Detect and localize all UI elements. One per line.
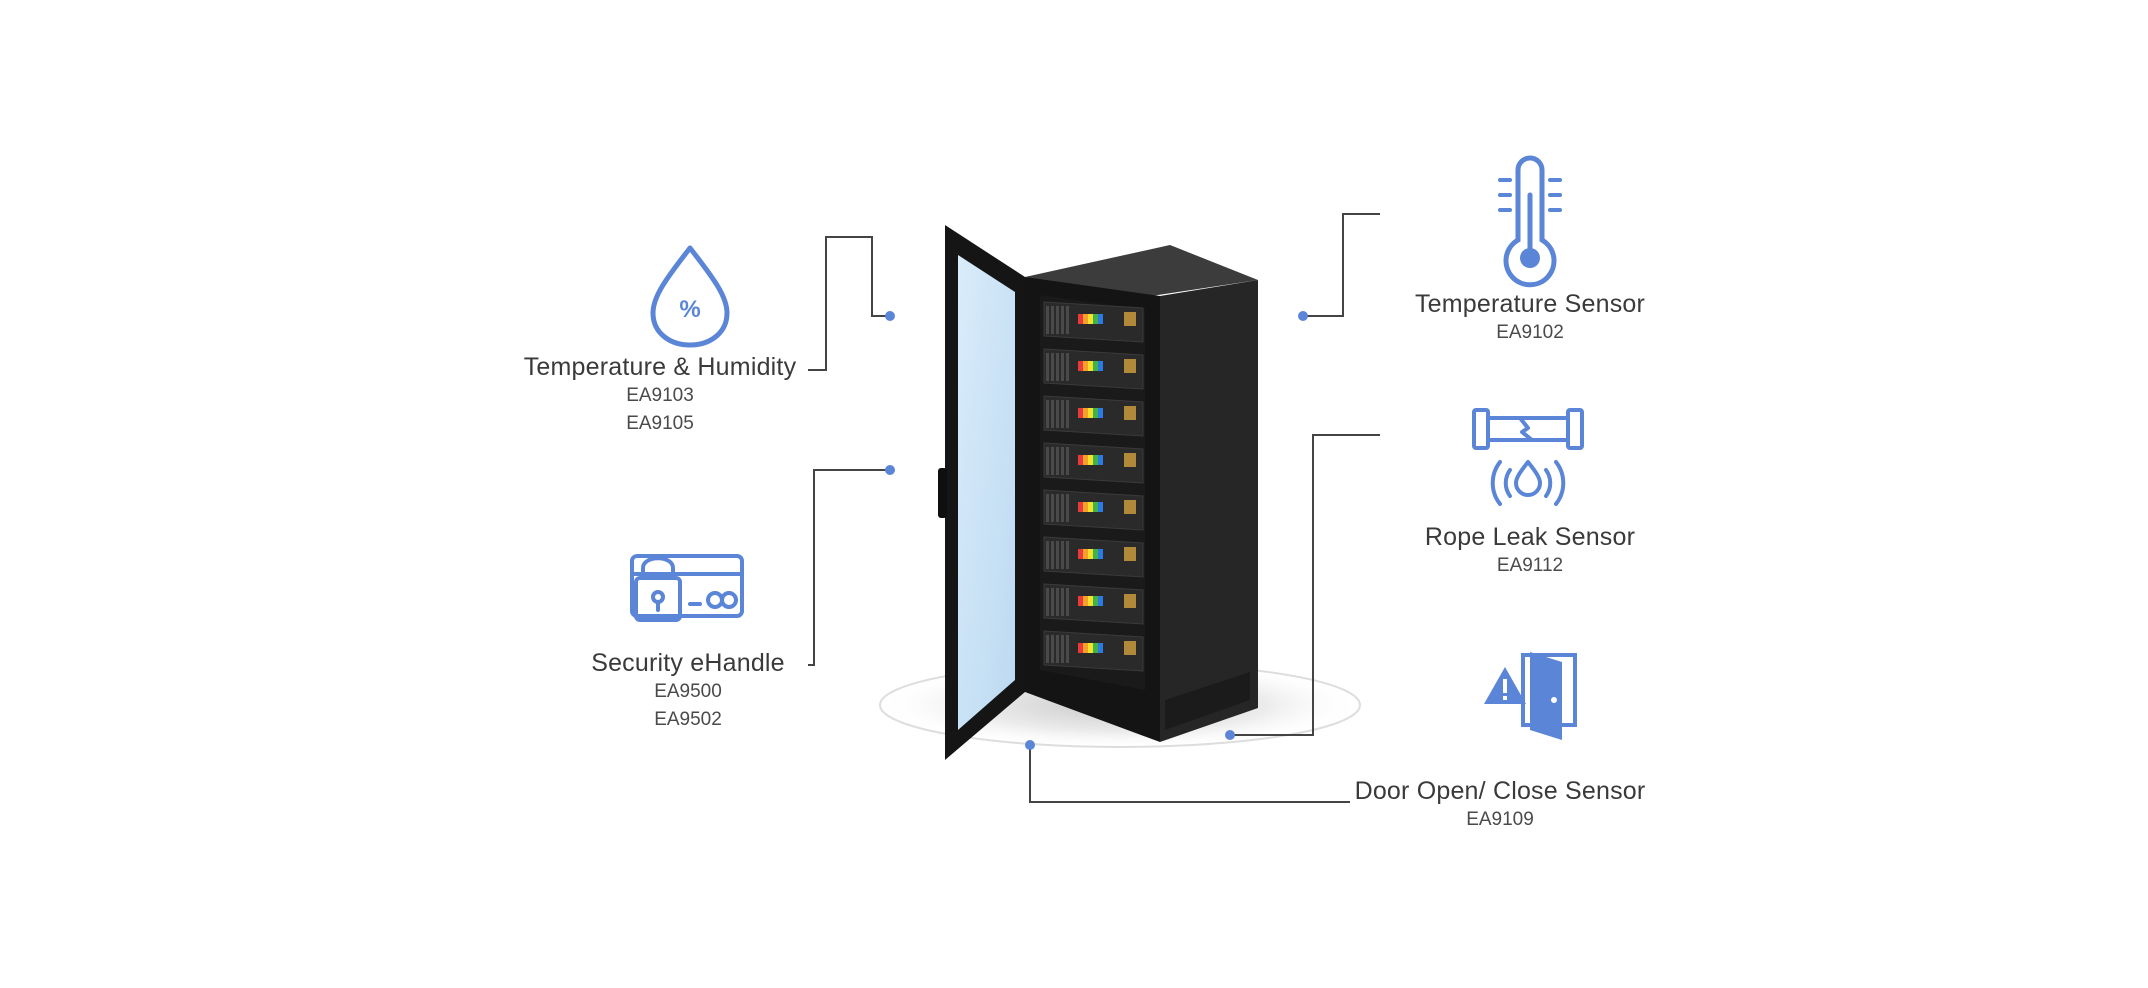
connector-lines [808,213,1380,803]
server-unit [1043,630,1144,672]
server-unit [1043,442,1144,484]
sensor-model: EA9109 [1466,809,1534,830]
pipe-leak-icon [1472,408,1584,506]
connector-dots [885,311,1308,750]
sensor-name: Rope Leak Sensor [1424,523,1636,551]
svg-text:%: % [679,296,700,323]
sensor-model: EA9103 [626,385,694,406]
label-temperature: Temperature Sensor EA9102 [1380,289,1680,347]
sensor-model: EA9502 [654,709,722,730]
sensor-name: Temperature Sensor [1414,290,1646,318]
door-warning-icon [1484,652,1577,740]
label-door: Door Open/ Close Sensor EA9109 [1350,776,1650,834]
server-unit [1043,489,1144,531]
server-rack [1025,245,1258,742]
label-security-ehandle: Security eHandle EA9500 EA9502 [568,648,808,734]
server-unit [1043,583,1144,625]
server-unit [1043,536,1144,578]
sensor-name: Security eHandle [591,649,785,677]
ehandle-lock-icon [630,554,744,622]
sensor-model: EA9105 [626,413,694,434]
server-unit [1043,395,1144,437]
server-unit [1043,348,1144,390]
sensor-name: Door Open/ Close Sensor [1354,777,1646,805]
label-temp-humidity: Temperature & Humidity EA9103 EA9105 [520,352,800,438]
sensor-name: Temperature & Humidity [523,353,797,381]
label-rope-leak: Rope Leak Sensor EA9112 [1380,522,1680,580]
sensor-model: EA9500 [654,681,722,702]
sensor-model: EA9112 [1496,555,1564,576]
rack-door [938,225,1025,760]
server-units [1043,301,1144,672]
thermometer-icon [1498,155,1562,288]
server-unit [1043,301,1144,343]
humidity-drop-icon: % [650,245,730,348]
sensor-model: EA9102 [1496,322,1564,343]
